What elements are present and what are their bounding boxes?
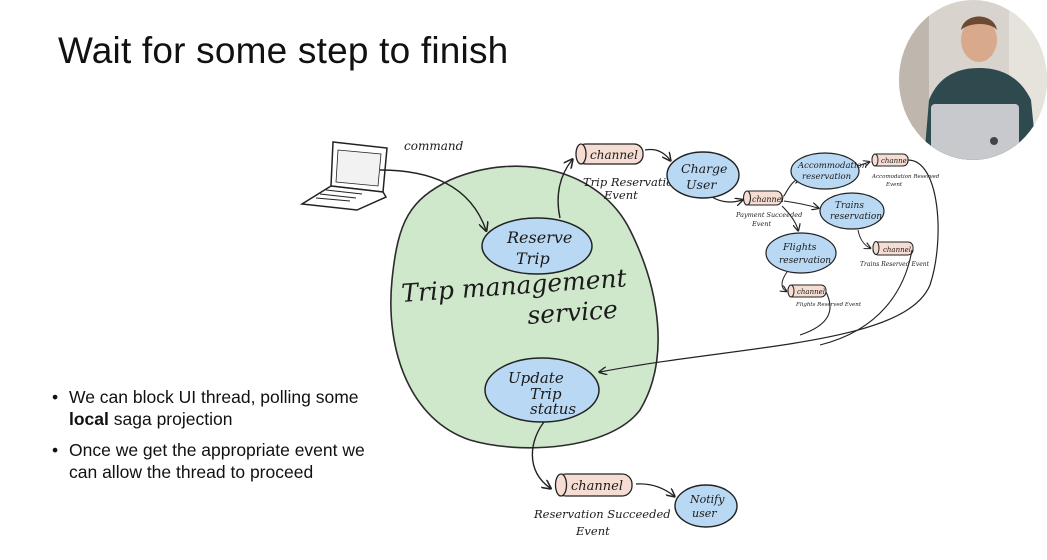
reservation-succeeded-label-2: Event	[575, 524, 610, 538]
accommodation-label-2: reservation	[802, 172, 851, 182]
accommodation-event-label-2: Event	[885, 182, 903, 188]
accommodation-label-1: Accommodation	[797, 161, 867, 171]
bullet-dot: •	[52, 387, 59, 407]
flights-event-label: Flights Reserved Event	[795, 302, 862, 308]
reservation-succeeded-channel: channel	[554, 473, 633, 497]
bullet-list: • We can block UI thread, polling some lo…	[52, 386, 372, 492]
charge-user-node	[666, 151, 740, 199]
trains-event-label: Trains Reserved Event	[860, 261, 930, 268]
channel-label: channel	[590, 148, 638, 162]
notify-user-label-2: user	[692, 507, 717, 520]
charge-user-label-1: Charge	[681, 161, 727, 176]
flights-node	[765, 232, 837, 274]
trains-channel: channel	[872, 241, 914, 256]
trip-reservation-event-label-2: Event	[603, 188, 638, 202]
trains-label-1: Trains	[835, 201, 864, 211]
slide-title: Wait for some step to finish	[58, 30, 509, 71]
update-trip-status-node	[484, 357, 600, 423]
bullet-text-1b: saga projection	[108, 409, 233, 429]
presenter-webcam	[899, 0, 1047, 160]
update-label-3: status	[530, 400, 576, 418]
presenter-face	[961, 18, 997, 62]
bullet-item: • We can block UI thread, polling some lo…	[52, 386, 372, 430]
channel-label: channel	[752, 195, 784, 204]
service-label-2: service	[526, 295, 618, 330]
charge-user-label-2: User	[686, 177, 717, 192]
update-label-1: Update	[508, 369, 564, 387]
reserve-trip-label-1: Reserve	[506, 228, 572, 247]
payment-channel: channel	[742, 190, 784, 206]
trains-node	[819, 192, 885, 230]
channel-label: channel	[883, 246, 911, 254]
bullet-text-2: Once we get the appropriate event we can…	[69, 440, 365, 482]
reservation-succeeded-label: Reservation Succeeded	[533, 507, 671, 521]
trip-reservation-event-label: Trip Reservation	[583, 175, 681, 189]
bullet-bold: local	[69, 409, 109, 429]
channel-label: channel	[881, 157, 909, 165]
flights-label-1: Flights	[782, 242, 817, 253]
bullet-text-1: We can block UI thread, polling some	[69, 387, 359, 407]
bullet-dot: •	[52, 440, 59, 460]
notify-user-label-1: Notify	[689, 493, 725, 506]
command-label: command	[404, 139, 464, 153]
channel-label: channel	[797, 288, 825, 296]
accommodation-node	[790, 152, 860, 190]
update-label-2: Trip	[530, 385, 562, 403]
trains-label-2: reservation	[830, 212, 882, 222]
notify-user-node	[674, 484, 738, 528]
trip-reservation-channel: channel	[575, 143, 644, 165]
channel-label: channel	[571, 479, 623, 494]
laptop-icon	[299, 141, 388, 211]
payment-event-label-2: Event	[751, 220, 771, 228]
bullet-item: • Once we get the appropriate event we ca…	[52, 439, 372, 483]
flights-label-2: reservation	[779, 256, 831, 266]
reserve-trip-node	[481, 217, 593, 275]
accommodation-event-label: Accomodation Reserved	[871, 174, 940, 180]
accommodation-channel: channel	[871, 153, 909, 167]
reserve-trip-label-2: Trip	[516, 249, 550, 268]
flights-channel: channel	[787, 284, 827, 298]
payment-event-label: Payment Succeeded	[735, 211, 802, 219]
presenter-laptop	[931, 104, 1019, 160]
